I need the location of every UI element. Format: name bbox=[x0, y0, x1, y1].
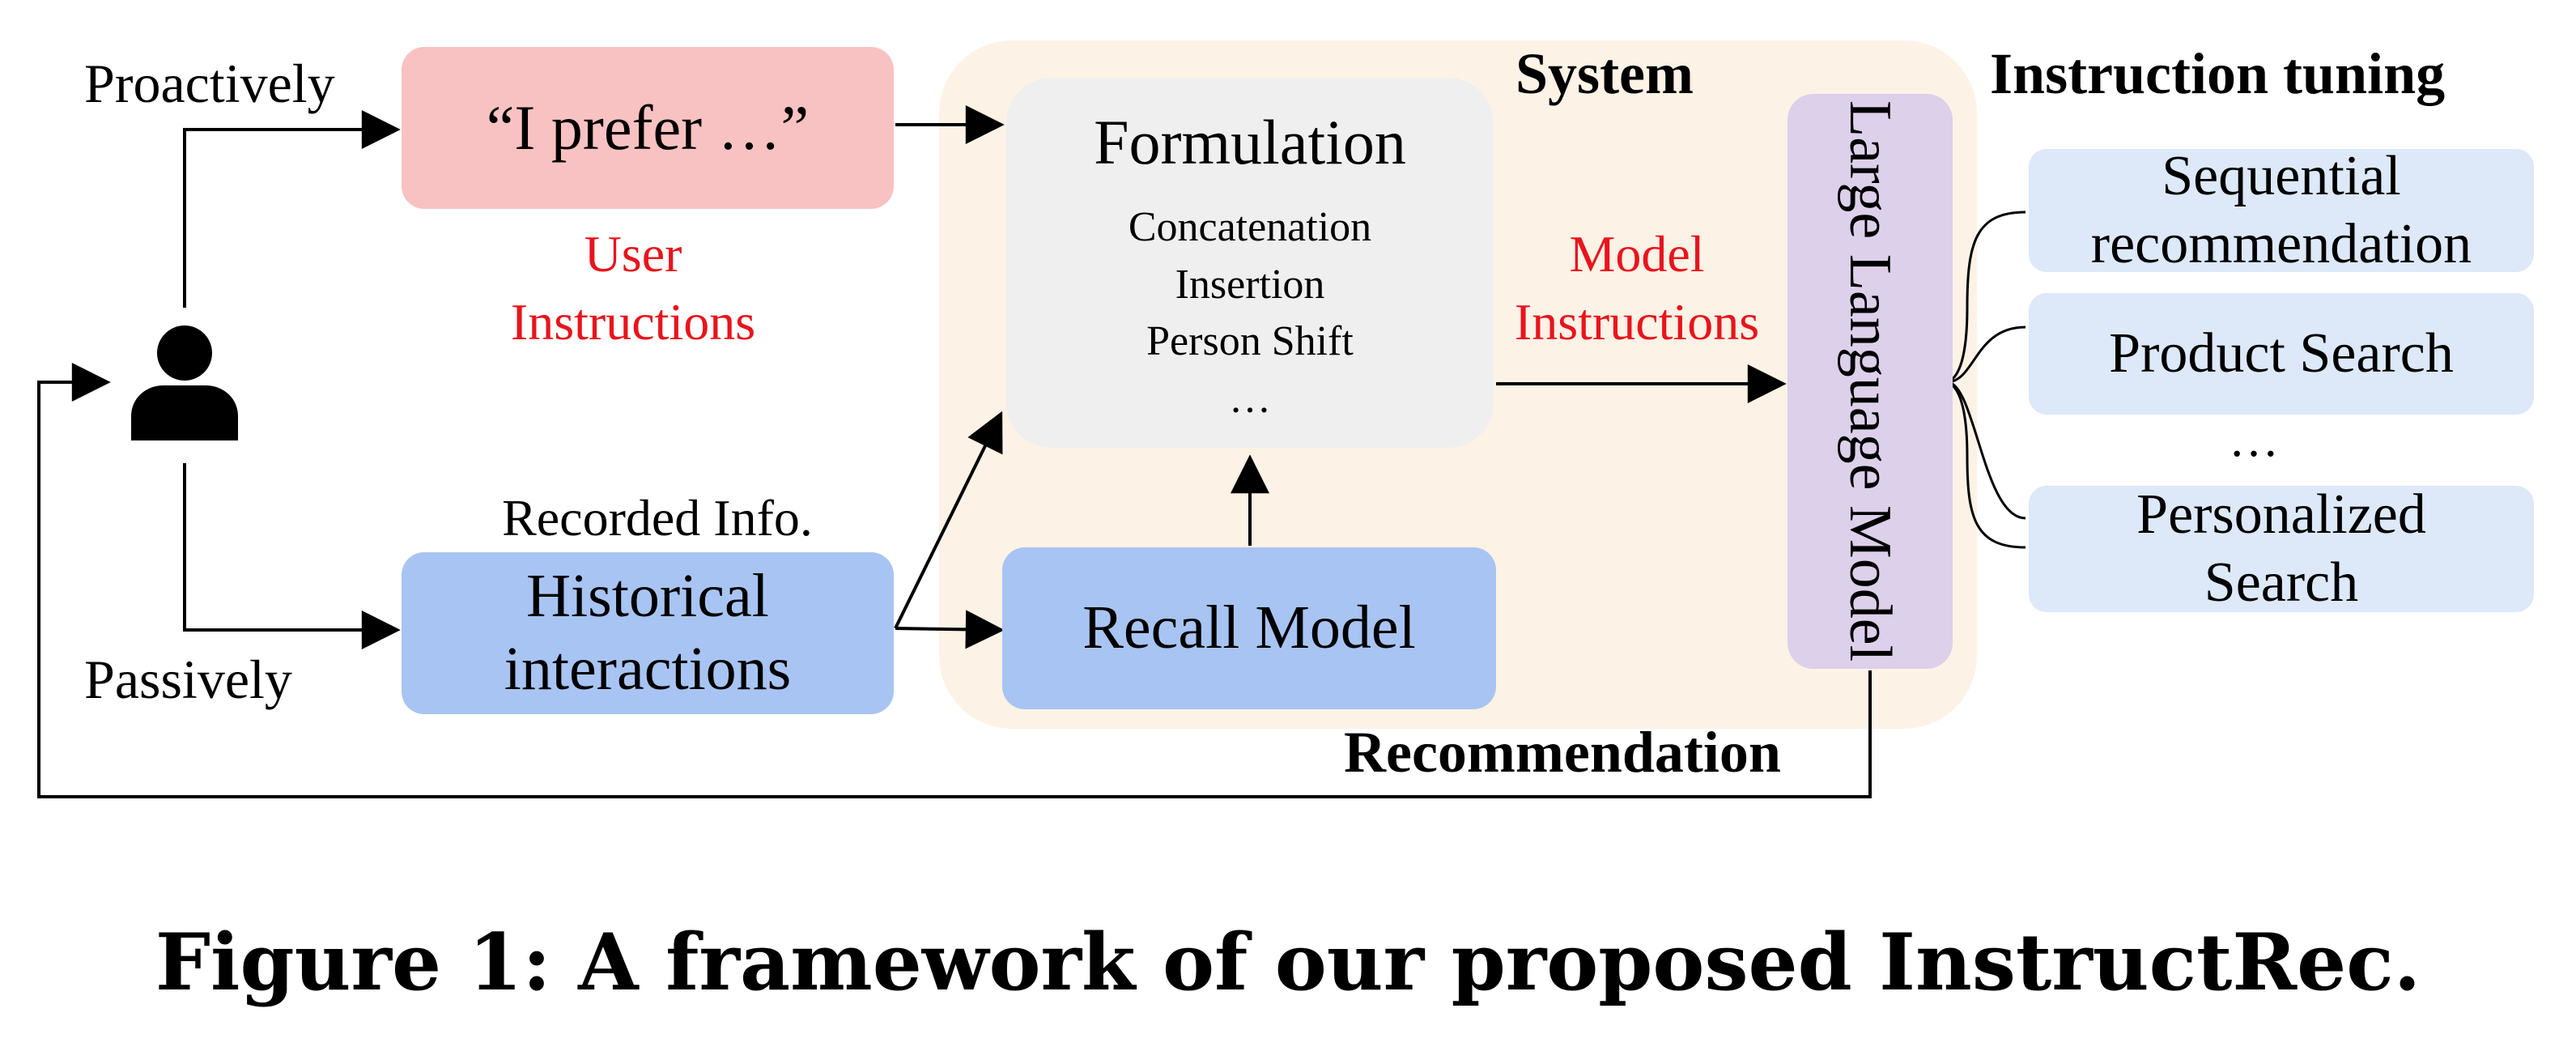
figure-caption: Figure 1: A framework of our proposed In… bbox=[155, 917, 2421, 1008]
user-person-icon bbox=[131, 326, 238, 440]
task-label: Personalized Search bbox=[2136, 483, 2426, 614]
task-label: Product Search bbox=[2109, 322, 2454, 385]
historical-interactions-box: Historical interactions bbox=[402, 552, 894, 714]
arrow-history-to-recall bbox=[895, 610, 1005, 649]
task-box-sequential: Sequential recommendation bbox=[2029, 145, 2534, 275]
proactively-label: Proactively bbox=[84, 53, 335, 114]
passively-label: Passively bbox=[84, 649, 292, 710]
system-label: System bbox=[1515, 41, 1694, 106]
llm-box: Large Language Model bbox=[1787, 94, 1953, 669]
user-preference-box: “I prefer …” bbox=[402, 47, 894, 209]
formulation-box: Formulation Concatenation Insertion Pers… bbox=[1006, 78, 1494, 448]
recorded-info-label: Recorded Info. bbox=[502, 489, 813, 547]
historical-interactions-text: Historical interactions bbox=[504, 562, 792, 703]
recall-model-text: Recall Model bbox=[1082, 594, 1416, 662]
instruction-tuning-label: Instruction tuning bbox=[1990, 41, 2446, 106]
llm-text: Large Language Model bbox=[1837, 100, 1904, 662]
task-box-personalized-search: Personalized Search bbox=[2029, 483, 2534, 614]
arrow-recommendation-loop bbox=[37, 363, 1872, 798]
model-instructions-label: Model Instructions bbox=[1514, 225, 1760, 351]
user-preference-text: “I prefer …” bbox=[486, 91, 810, 163]
arrow-user-to-pref bbox=[183, 110, 401, 308]
task-label: Sequential recommendation bbox=[2090, 145, 2472, 275]
tasks-brace bbox=[1945, 211, 2026, 549]
recall-model-box: Recall Model bbox=[1002, 547, 1496, 709]
formulation-item: Person Shift bbox=[1146, 318, 1354, 365]
formulation-item: Insertion bbox=[1175, 261, 1325, 308]
arrow-history-to-formulation bbox=[894, 411, 1003, 629]
task-box-product-search: Product Search bbox=[2029, 293, 2534, 415]
formulation-title: Formulation bbox=[1094, 107, 1406, 177]
tasks-ellipsis: … bbox=[2229, 412, 2279, 467]
brace-branch-product bbox=[1947, 326, 2026, 384]
formulation-item: Concatenation bbox=[1128, 204, 1372, 251]
brace-branch-personalized bbox=[1947, 381, 2026, 520]
user-instructions-label: User Instructions bbox=[510, 225, 756, 351]
formulation-item: … bbox=[1228, 376, 1271, 423]
arrow-user-to-history bbox=[183, 463, 401, 649]
recommendation-label: Recommendation bbox=[1344, 720, 1781, 785]
